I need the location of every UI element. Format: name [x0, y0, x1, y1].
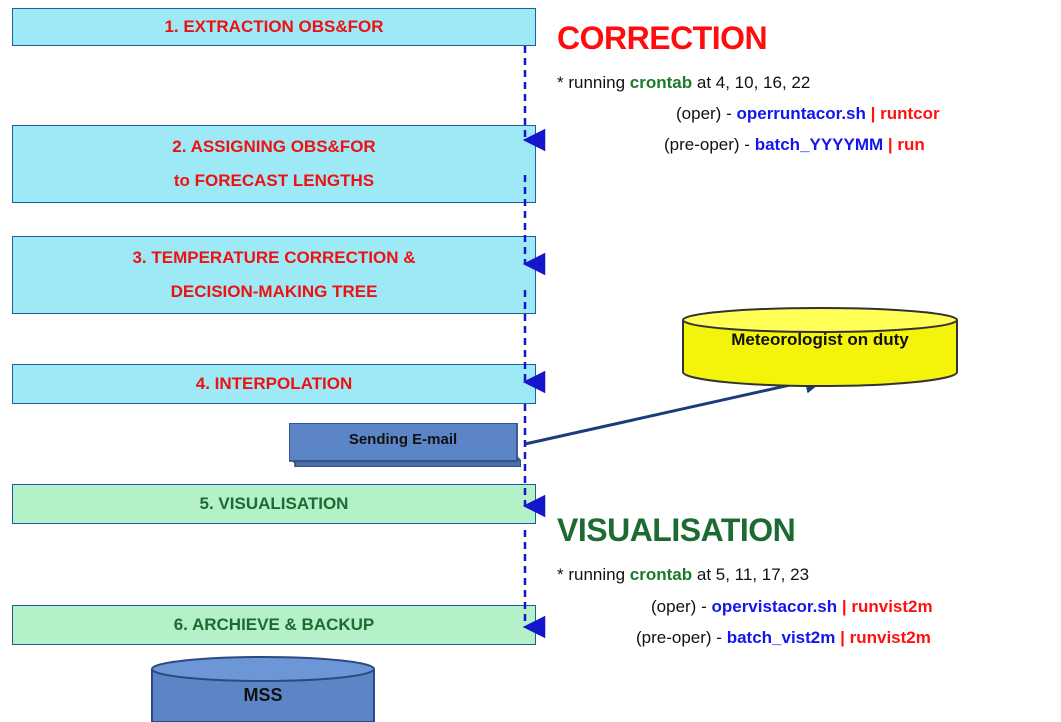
step-5-visualisation: 5. VISUALISATION	[12, 484, 536, 524]
step-3-label-line2: DECISION-MAKING TREE	[170, 282, 378, 301]
visualisation-oper-line: (oper) - opervistacor.sh | runvist2m	[651, 597, 933, 617]
step-3-temperature-correction: 3. TEMPERATURE CORRECTION & DECISION-MAK…	[12, 236, 536, 314]
visualisation-preoper-prefix: (pre-oper) -	[636, 628, 722, 647]
step-4-label: 4. INTERPOLATION	[195, 374, 353, 393]
mss-cylinder	[151, 656, 375, 722]
step-1-label: 1. EXTRACTION OBS&FOR	[164, 17, 384, 36]
visualisation-preoper-line: (pre-oper) - batch_vist2m | runvist2m	[636, 628, 931, 648]
correction-title: CORRECTION	[557, 20, 768, 56]
step-1-extraction: 1. EXTRACTION OBS&FOR	[12, 8, 536, 46]
visualisation-running-line: * running crontab at 5, 11, 17, 23	[557, 565, 809, 585]
step-6-archive-backup: 6. ARCHIEVE & BACKUP	[12, 605, 536, 645]
visualisation-running-prefix: * running	[557, 565, 626, 584]
correction-oper-cmd: runtcor	[880, 104, 940, 123]
step-6-label: 6. ARCHIEVE & BACKUP	[173, 615, 375, 634]
correction-running-prefix: * running	[557, 73, 626, 92]
mss-label: MSS	[243, 685, 283, 705]
correction-schedule: at 4, 10, 16, 22	[696, 73, 811, 92]
arrow-email-to-meteorologist	[524, 369, 829, 446]
correction-oper-line: (oper) - operruntacor.sh | runtcor	[676, 104, 940, 124]
correction-preoper-sep: |	[887, 135, 893, 154]
step-2-label-line2: to FORECAST LENGTHS	[173, 171, 375, 190]
visualisation-preoper-sep: |	[840, 628, 845, 647]
correction-preoper-cmd: run	[897, 135, 925, 154]
visualisation-oper-script: opervistacor.sh	[711, 597, 838, 616]
step-5-label: 5. VISUALISATION	[199, 494, 349, 513]
visualisation-schedule: at 5, 11, 17, 23	[696, 565, 810, 584]
correction-running-line: * running crontab at 4, 10, 16, 22	[557, 73, 810, 93]
correction-oper-prefix: (oper) -	[676, 104, 732, 123]
visualisation-crontab: crontab	[629, 565, 693, 584]
correction-preoper-prefix: (pre-oper) -	[664, 135, 750, 154]
correction-oper-script: operruntacor.sh	[736, 104, 866, 123]
visualisation-oper-prefix: (oper) -	[651, 597, 707, 616]
step-2-assigning: 2. ASSIGNING OBS&FOR to FORECAST LENGTHS	[12, 125, 536, 203]
step-4-interpolation: 4. INTERPOLATION	[12, 364, 536, 404]
email-label: Sending E-mail	[348, 431, 458, 448]
step-2-label-line1: 2. ASSIGNING OBS&FOR	[172, 137, 376, 156]
visualisation-oper-cmd: runvist2m	[851, 597, 933, 616]
correction-preoper-line: (pre-oper) - batch_YYYYMM | run	[664, 135, 925, 155]
correction-oper-sep: |	[870, 104, 876, 123]
step-3-label-line1: 3. TEMPERATURE CORRECTION &	[132, 248, 416, 267]
correction-preoper-script: batch_YYYYMM	[754, 135, 884, 154]
visualisation-title: VISUALISATION	[557, 512, 796, 548]
visualisation-preoper-cmd: runvist2m	[849, 628, 931, 647]
email-shape	[289, 423, 521, 467]
visualisation-oper-sep: |	[841, 597, 847, 616]
meteorologist-label: Meteorologist on duty	[731, 330, 909, 349]
visualisation-preoper-script: batch_vist2m	[726, 628, 836, 647]
meteorologist-cylinder	[682, 307, 958, 387]
correction-crontab: crontab	[629, 73, 693, 92]
